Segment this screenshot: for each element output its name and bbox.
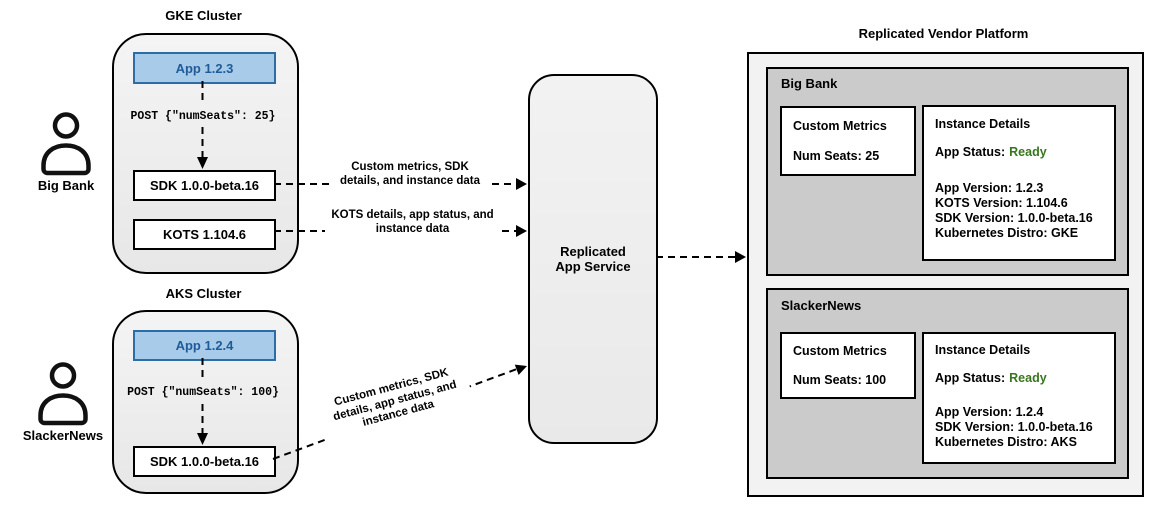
user-label-slackernews: SlackerNews [22,428,104,443]
status-badge: Ready [1009,145,1047,159]
custom-metrics-title: Custom Metrics [793,344,887,358]
slackernews-instance-details-card: Instance Details App Status:Ready App Ve… [922,332,1116,464]
arrowhead-right-icon [516,178,527,190]
user-label-big-bank: Big Bank [37,178,95,193]
num-seats-value: Num Seats: 25 [793,149,880,163]
flow-label-kots-details: KOTS details, app status, and instance d… [325,209,500,236]
person-icon [41,112,91,176]
arrowhead-right-icon [516,225,527,237]
instance-details-title: Instance Details [935,117,1031,131]
arrowhead-diagonal-icon [514,364,527,375]
slackernews-custom-metrics-card: Custom Metrics Num Seats: 100 [780,332,916,399]
aks-app-node: App 1.2.4 [133,330,276,361]
app-status-line: App Status:Ready [935,371,1047,385]
flow-label-sdk-status: Custom metrics, SDK details, app status,… [316,362,474,441]
vendor-platform-title: Replicated Vendor Platform [858,26,1029,41]
gke-app-node: App 1.2.3 [133,52,276,84]
aks-sdk-node: SDK 1.0.0-beta.16 [133,446,276,477]
user-slackernews [35,362,91,428]
panel-slackernews-label: SlackerNews [781,298,862,313]
replicated-app-service-title: Replicated App Service [555,244,631,274]
arrowhead-right-icon [735,251,746,263]
aks-cluster-title: AKS Cluster [165,286,242,301]
app-status-line: App Status:Ready [935,145,1047,159]
instance-detail-lines: App Version: 1.2.3 KOTS Version: 1.104.6… [935,181,1093,240]
user-big-bank [38,112,94,178]
aks-post-label: POST {"numSeats": 100} [127,386,279,399]
big-bank-custom-metrics-card: Custom Metrics Num Seats: 25 [780,106,916,176]
instance-details-title: Instance Details [935,343,1031,357]
status-badge: Ready [1009,371,1047,385]
big-bank-instance-details-card: Instance Details App Status:Ready App Ve… [922,105,1116,261]
custom-metrics-title: Custom Metrics [793,119,887,133]
gke-sdk-node: SDK 1.0.0-beta.16 [133,170,276,201]
num-seats-value: Num Seats: 100 [793,373,887,387]
replicated-app-service-box: Replicated App Service [528,74,658,444]
gke-post-label: POST {"numSeats": 25} [130,110,276,123]
panel-big-bank-label: Big Bank [781,76,838,91]
flow-label-sdk-metrics: Custom metrics, SDK details, and instanc… [330,161,490,188]
instance-detail-lines: App Version: 1.2.4 SDK Version: 1.0.0-be… [935,405,1093,449]
gke-kots-node: KOTS 1.104.6 [133,219,276,250]
person-icon [38,362,88,426]
gke-cluster-title: GKE Cluster [165,8,242,23]
